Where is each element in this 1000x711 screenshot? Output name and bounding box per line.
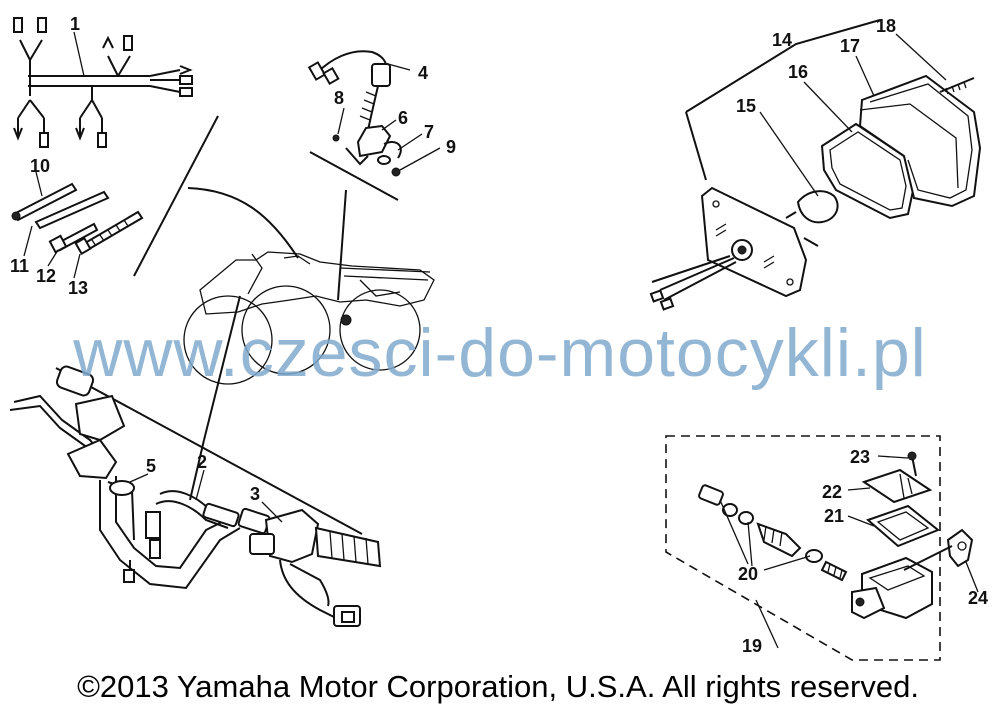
callout-21: 21 (824, 506, 844, 526)
atv-outline (183, 251, 435, 385)
callout-24: 24 (968, 588, 988, 608)
tail-light-assembly (649, 19, 982, 311)
callout-12: 12 (36, 266, 56, 286)
callout-13: 13 (68, 278, 88, 298)
master-cylinder-assembly (665, 435, 979, 661)
callout-8: 8 (334, 88, 344, 108)
callout-9: 9 (446, 137, 456, 157)
callout-1: 1 (70, 14, 80, 34)
callout-15: 15 (736, 96, 756, 116)
callout-5: 5 (146, 456, 156, 476)
callout-23: 23 (850, 447, 870, 467)
callout-4: 4 (418, 63, 428, 83)
callout-19: 19 (742, 636, 762, 656)
leader-lines (55, 115, 399, 535)
callout-3: 3 (250, 484, 260, 504)
callout-20: 20 (738, 564, 758, 584)
main-switch-assembly (307, 50, 441, 177)
callout-6: 6 (398, 108, 408, 128)
callout-11: 11 (10, 256, 29, 276)
callout-10: 10 (30, 156, 50, 176)
cable-ties (11, 171, 144, 279)
callout-14: 14 (772, 30, 792, 50)
callout-7: 7 (424, 122, 434, 142)
callout-22: 22 (822, 482, 842, 502)
callout-18: 18 (876, 16, 896, 36)
handlebar-assembly (9, 365, 382, 627)
copyright-notice: ©2013 Yamaha Motor Corporation, U.S.A. A… (77, 669, 919, 704)
callout-17: 17 (840, 36, 860, 56)
watermark-text: www.czesci-do-motocykli.pl (72, 315, 927, 391)
callout-numbers: 1 2 3 4 5 6 7 8 9 10 11 12 13 14 15 16 1… (10, 14, 988, 656)
callout-2: 2 (197, 452, 207, 472)
callout-16: 16 (788, 62, 808, 82)
wire-harness (13, 17, 193, 148)
